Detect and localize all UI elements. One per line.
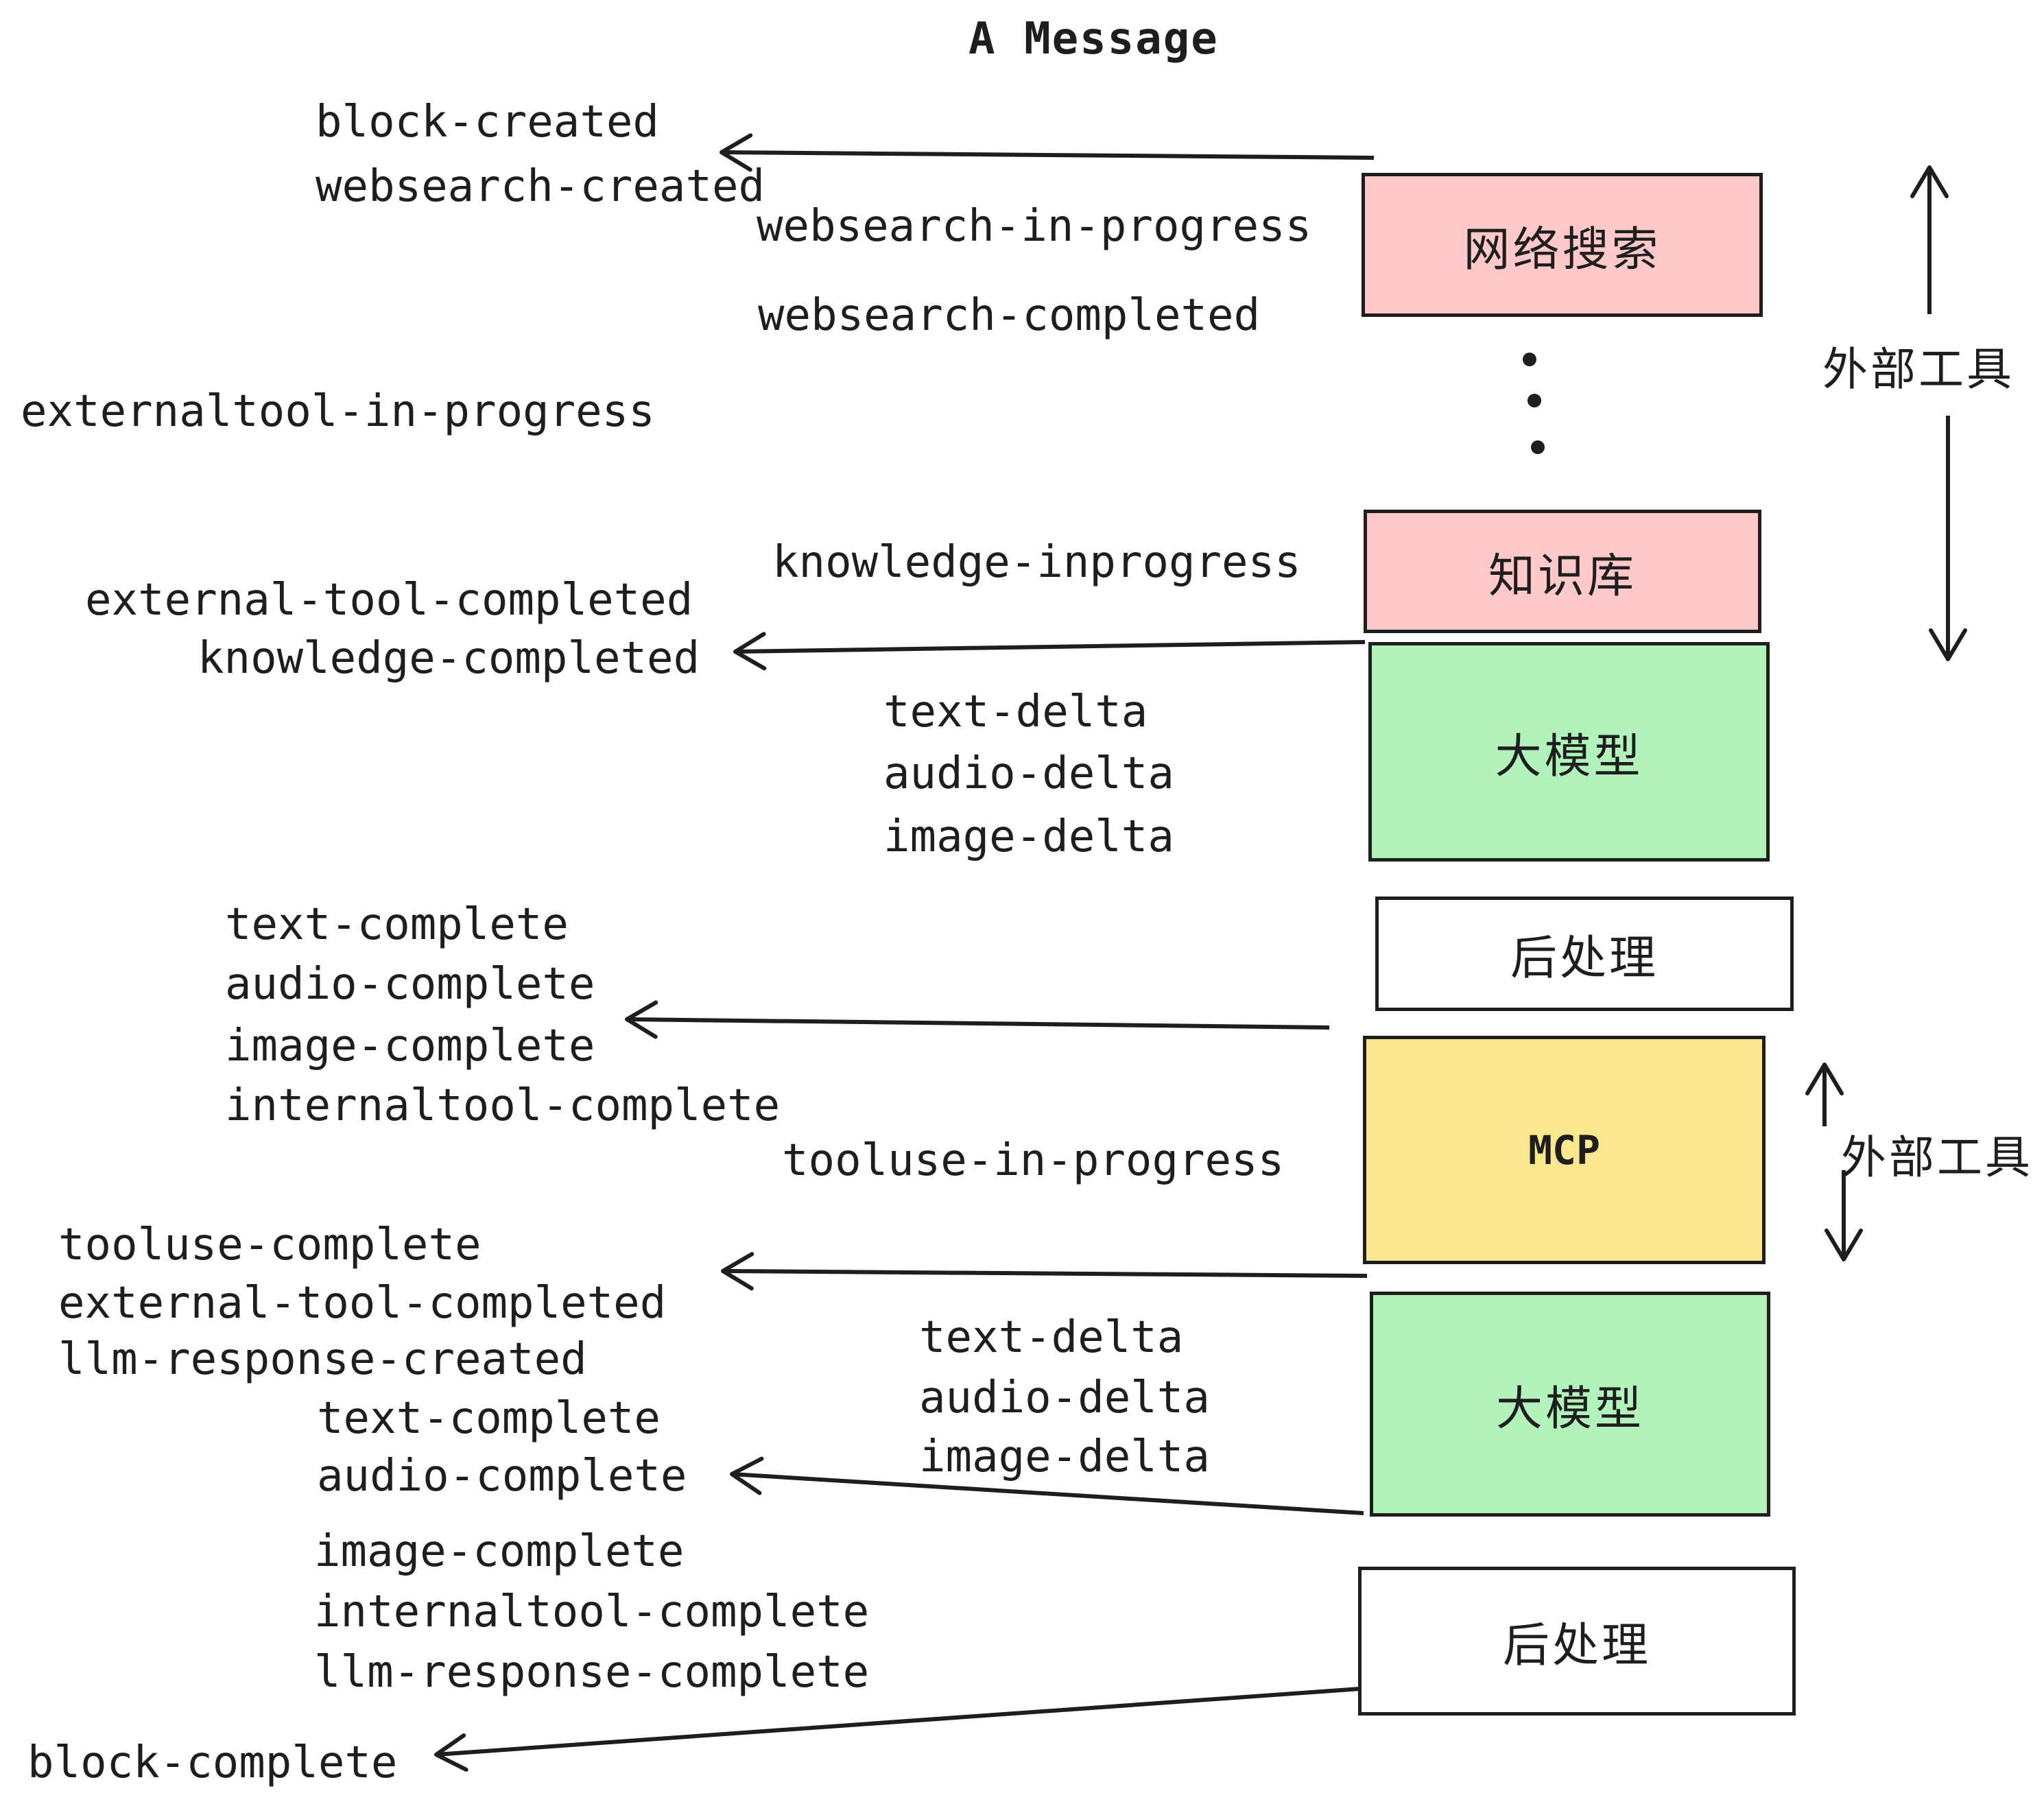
event-label-external-tool-completed-2: external-tool-completed	[58, 1278, 667, 1329]
node-llm-top: 大模型	[1368, 642, 1770, 862]
node-knowledge: 知识库	[1364, 510, 1761, 633]
event-label-image-delta-2: image-delta	[919, 1432, 1210, 1482]
event-label-text-delta: text-delta	[883, 687, 1148, 737]
event-label-tooluse-complete: tooluse-complete	[58, 1220, 482, 1270]
node-label: 大模型	[1495, 730, 1643, 783]
node-label: MCP	[1528, 1126, 1600, 1174]
event-label-block-created: block-created	[316, 97, 659, 147]
event-label-audio-delta-2: audio-delta	[919, 1373, 1210, 1423]
external-tools-top-label: 外部工具	[1822, 344, 2015, 394]
event-label-websearch-created: websearch-created	[316, 161, 765, 212]
event-label-llm-response-complete: llm-response-complete	[314, 1647, 870, 1698]
arrow-to-knowledge-completed	[733, 632, 1366, 671]
node-postprocess-top: 后处理	[1375, 897, 1794, 1011]
event-label-websearch-in-progress: websearch-in-progress	[757, 201, 1312, 252]
event-label-external-tool-completed: external-tool-completed	[85, 575, 693, 626]
event-label-knowledge-inprogress: knowledge-inprogress	[772, 537, 1301, 588]
ellipsis-dots-icon	[1523, 353, 1545, 454]
event-label-tooluse-in-progress: tooluse-in-progress	[782, 1135, 1285, 1186]
event-label-internaltool-complete-2: internaltool-complete	[314, 1587, 870, 1637]
arrow-to-image-complete	[625, 1000, 1330, 1039]
event-label-externaltool-in-progress: externaltool-in-progress	[21, 386, 655, 437]
event-label-block-complete: block-complete	[27, 1737, 398, 1788]
node-label: 后处理	[1502, 1619, 1651, 1672]
event-label-image-complete: image-complete	[225, 1021, 595, 1071]
event-label-image-complete-2: image-complete	[314, 1526, 685, 1577]
event-label-knowledge-completed: knowledge-completed	[198, 633, 700, 684]
external-tools-bottom-label: 外部工具	[1841, 1132, 2033, 1183]
event-label-text-complete: text-complete	[225, 899, 569, 950]
event-label-text-delta-2: text-delta	[919, 1312, 1184, 1363]
event-label-websearch-completed: websearch-completed	[758, 290, 1261, 341]
event-label-llm-response-created: llm-response-created	[58, 1334, 587, 1385]
node-label: 大模型	[1495, 1382, 1644, 1435]
event-label-audio-delta: audio-delta	[883, 748, 1174, 799]
event-label-image-delta: image-delta	[883, 811, 1174, 862]
node-postprocess-bottom: 后处理	[1358, 1567, 1796, 1716]
event-label-internaltool-complete: internaltool-complete	[225, 1080, 781, 1131]
page-title: A Message	[968, 14, 1219, 64]
node-label: 知识库	[1488, 549, 1637, 602]
node-mcp: MCP	[1363, 1036, 1766, 1264]
event-label-audio-complete-2: audio-complete	[317, 1451, 687, 1502]
node-websearch: 网络搜索	[1362, 173, 1763, 317]
event-label-text-complete-2: text-complete	[317, 1393, 661, 1444]
node-label: 后处理	[1510, 932, 1659, 984]
node-label: 网络搜索	[1463, 223, 1661, 276]
arrow-to-block-created	[720, 133, 1375, 172]
arrow-to-tooluse-complete	[721, 1252, 1368, 1291]
event-label-audio-complete: audio-complete	[225, 959, 595, 1010]
node-llm-bottom: 大模型	[1370, 1292, 1770, 1517]
